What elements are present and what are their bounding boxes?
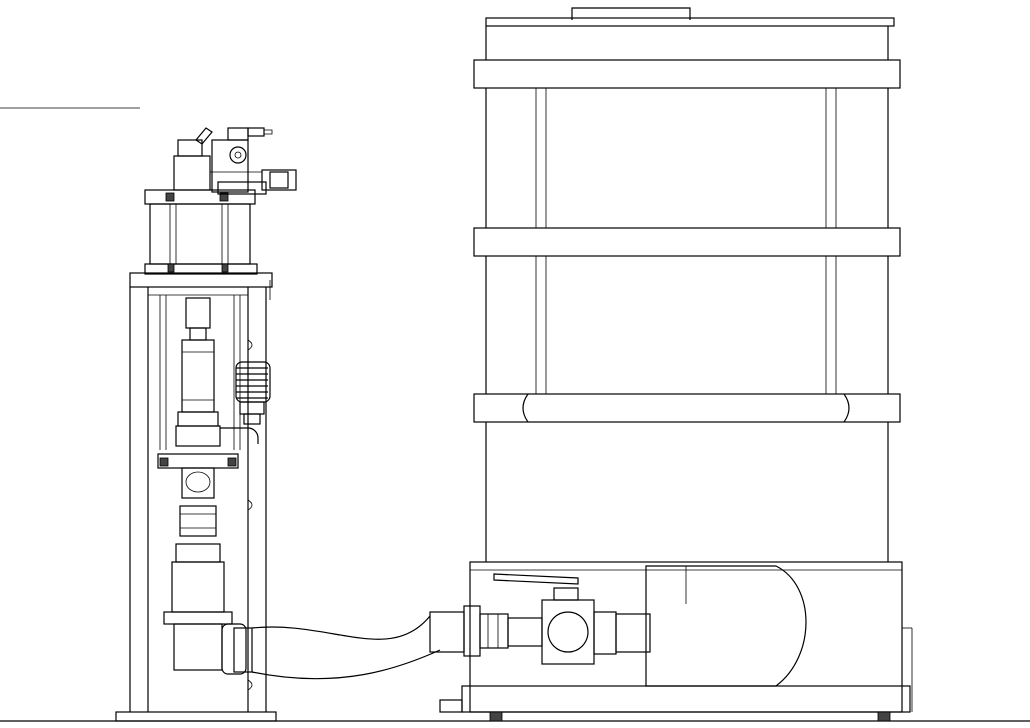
tank — [473, 7, 901, 562]
tank-base-tray — [439, 561, 913, 722]
pump-lower-section — [157, 297, 239, 671]
ball-valve — [479, 573, 651, 665]
air-control-valve — [173, 127, 297, 195]
pump-frame — [115, 272, 277, 722]
air-motor — [144, 189, 258, 275]
pulsation-dampener — [220, 361, 271, 444]
flexible-hose — [221, 605, 481, 680]
